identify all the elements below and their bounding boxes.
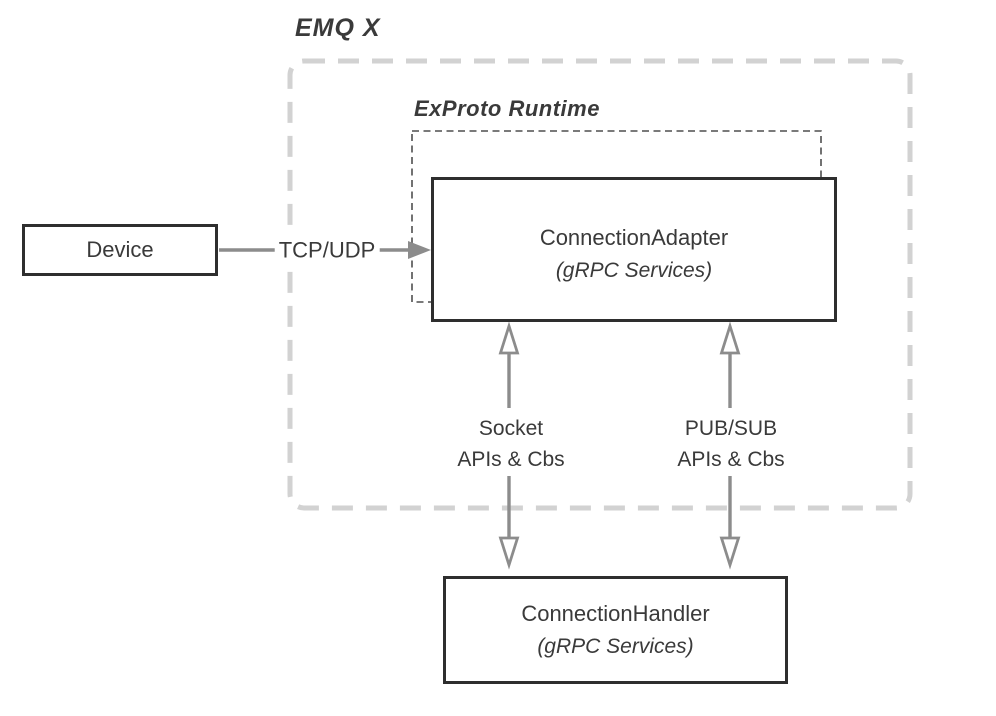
tcp-udp-label: TCP/UDP: [274, 233, 380, 267]
pubsub-arrowhead-up-icon: [719, 321, 741, 355]
pubsub-arrowhead-down-icon: [719, 536, 741, 570]
device-label: Device: [86, 237, 154, 262]
connection-adapter-node: ConnectionAdapter (gRPC Services): [431, 177, 837, 322]
pubsub-apis-label-line2: APIs & Cbs: [677, 448, 785, 471]
pubsub-apis-label: PUB/SUB APIs & Cbs: [677, 413, 784, 475]
socket-arrow: [498, 321, 520, 570]
socket-apis-label: Socket APIs & Cbs: [457, 413, 564, 475]
connection-adapter-subtitle: (gRPC Services): [555, 258, 713, 282]
tcp-udp-arrowhead-icon: [408, 241, 431, 259]
exproto-runtime-title: ExProto Runtime: [414, 96, 600, 121]
socket-apis-label-line2: APIs & Cbs: [457, 448, 565, 471]
connection-adapter-title: ConnectionAdapter: [539, 224, 729, 250]
connection-handler-title: ConnectionHandler: [521, 601, 710, 626]
device-node: Device: [22, 224, 218, 276]
socket-apis-label-line1: Socket: [478, 417, 544, 440]
connection-handler-subtitle: (gRPC Services): [537, 635, 694, 658]
pubsub-apis-label-line1: PUB/SUB: [684, 417, 778, 440]
socket-arrowhead-down-icon: [498, 536, 520, 570]
emqx-title: EMQ X: [295, 14, 381, 42]
emqx-boundary-dashed-box: [287, 58, 913, 511]
socket-arrowhead-up-icon: [498, 321, 520, 355]
pubsub-arrow: [719, 321, 741, 570]
connection-handler-node: ConnectionHandler (gRPC Services): [443, 576, 788, 684]
